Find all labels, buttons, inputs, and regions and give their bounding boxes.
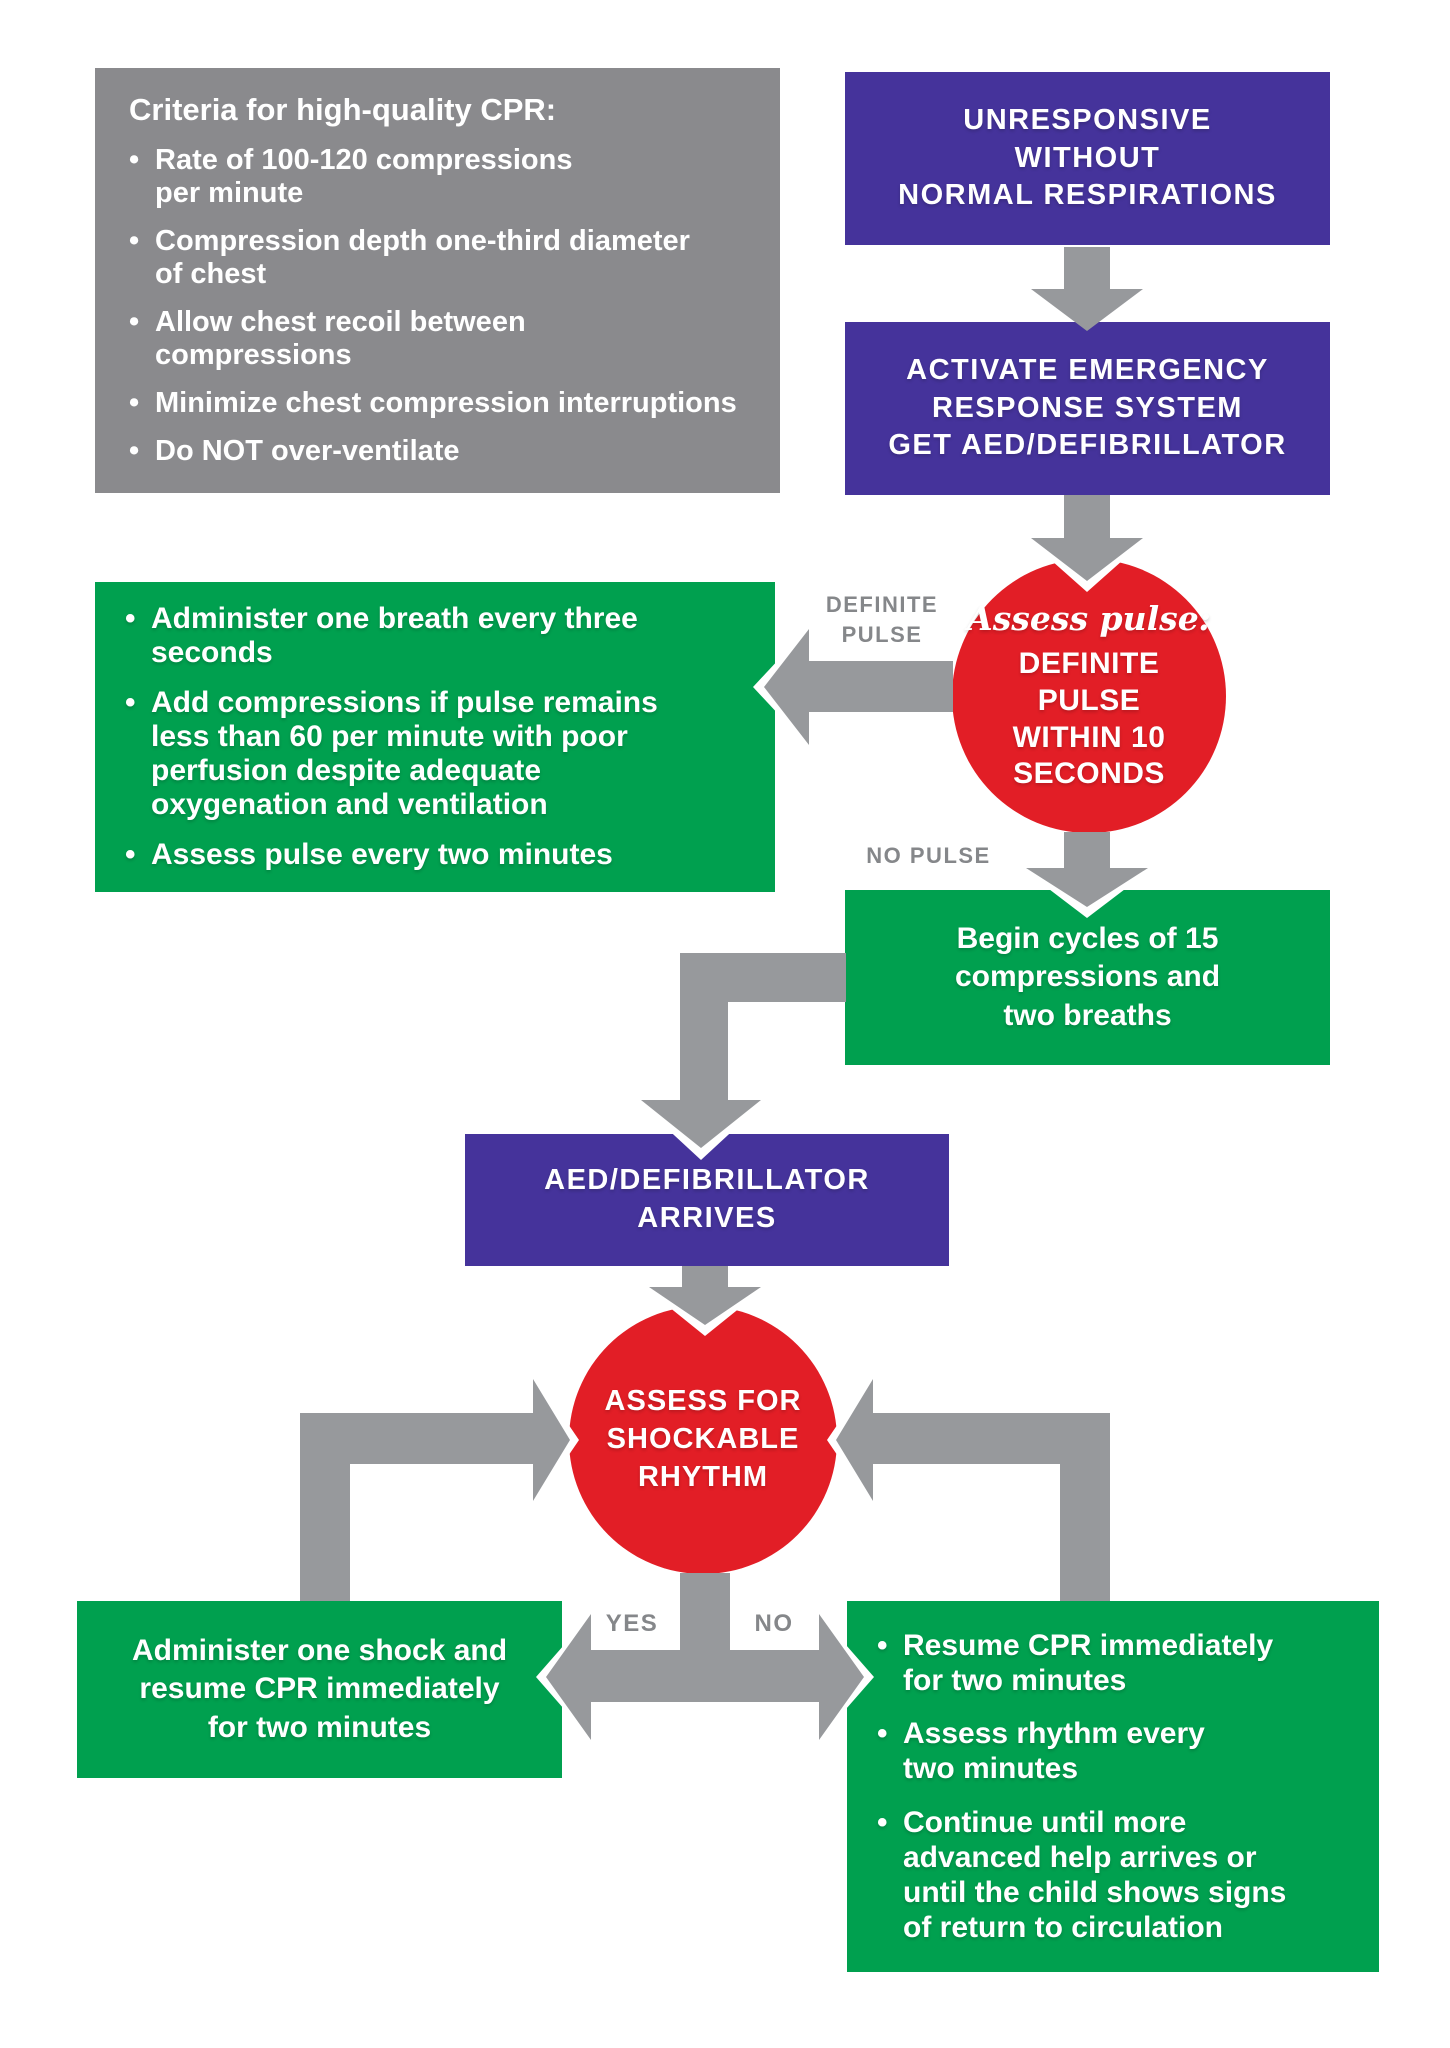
- rescue-breathing-item-text: Administer one breath every three second…: [151, 602, 638, 670]
- criteria-panel: Criteria for high-quality CPR: Rate of 1…: [95, 68, 780, 493]
- bullet-icon: [129, 306, 143, 372]
- criteria-item: Allow chest recoil between compressions: [129, 306, 746, 372]
- node-assess-shockable-rhythm: ASSESS FOR SHOCKABLE RHYTHM: [569, 1306, 837, 1574]
- bullet-icon: [877, 1716, 891, 1786]
- criteria-item: Compression depth one-third diameter of …: [129, 225, 746, 291]
- node-administer-shock-text: Administer one shock and resume CPR imme…: [131, 1634, 508, 1744]
- resume-cpr-item: Resume CPR immediately for two minutes: [877, 1628, 1273, 1698]
- node-unresponsive: UNRESPONSIVE WITHOUT NORMAL RESPIRATIONS: [845, 72, 1330, 245]
- criteria-item: Minimize chest compression interruptions: [129, 387, 746, 420]
- node-rescue-breathing: Administer one breath every three second…: [95, 582, 775, 892]
- node-aed-arrives-text: AED/DEFIBRILLATOR ARRIVES: [544, 1164, 870, 1234]
- resume-cpr-item: Continue until more advanced help arrive…: [877, 1805, 1286, 1945]
- arrow-shock-to-shockable-elbow-icon: [300, 1379, 570, 1601]
- bullet-icon: [125, 838, 139, 872]
- bullet-icon: [877, 1805, 891, 1945]
- node-assess-pulse: Assess pulse: DEFINITE PULSE WITHIN 10 S…: [952, 559, 1226, 833]
- criteria-item: Rate of 100-120 compressions per minute: [129, 144, 746, 210]
- bullet-icon: [129, 387, 143, 420]
- bullet-icon: [129, 144, 143, 210]
- rescue-breathing-item: Assess pulse every two minutes: [125, 838, 613, 872]
- label-yes: YES: [605, 1610, 659, 1637]
- criteria-title: Criteria for high-quality CPR:: [129, 92, 557, 127]
- label-no: NO: [754, 1610, 794, 1637]
- bullet-icon: [877, 1628, 891, 1698]
- criteria-item-text: Minimize chest compression interruptions: [155, 387, 737, 420]
- arrow-shockable-split-yes-no-icon: [546, 1573, 864, 1740]
- assess-pulse-text: DEFINITE PULSE WITHIN 10 SECONDS: [1012, 647, 1166, 791]
- assess-shockable-rhythm-text: ASSESS FOR SHOCKABLE RHYTHM: [604, 1385, 802, 1493]
- node-begin-cycles: Begin cycles of 15 compressions and two …: [845, 890, 1330, 1065]
- bullet-icon: [125, 602, 139, 670]
- bullet-icon: [125, 686, 139, 822]
- label-definite-pulse: DEFINITE PULSE: [825, 592, 939, 647]
- criteria-item: Do NOT over-ventilate: [129, 435, 746, 468]
- node-begin-cycles-text: Begin cycles of 15 compressions and two …: [954, 922, 1221, 1032]
- arrow-unresponsive-to-activate-icon: [1031, 247, 1143, 331]
- bullet-icon: [129, 435, 143, 468]
- rescue-breathing-item: Add compressions if pulse remains less t…: [125, 686, 658, 822]
- resume-cpr-item: Assess rhythm every two minutes: [877, 1716, 1205, 1786]
- rescue-breathing-item: Administer one breath every three second…: [125, 602, 638, 670]
- bullet-icon: [129, 225, 143, 291]
- node-unresponsive-text: UNRESPONSIVE WITHOUT NORMAL RESPIRATIONS: [898, 103, 1277, 212]
- node-aed-arrives: AED/DEFIBRILLATOR ARRIVES: [465, 1134, 949, 1266]
- arrow-begin-cycles-to-aed-elbow-icon: [641, 953, 846, 1148]
- criteria-item-text: Allow chest recoil between compressions: [155, 306, 526, 372]
- criteria-item-text: Rate of 100-120 compressions per minute: [155, 144, 573, 210]
- criteria-item-text: Do NOT over-ventilate: [155, 435, 460, 468]
- node-administer-shock: Administer one shock and resume CPR imme…: [77, 1601, 562, 1778]
- assess-pulse-heading: Assess pulse:: [967, 599, 1211, 639]
- node-activate-emergency: ACTIVATE EMERGENCY RESPONSE SYSTEM GET A…: [845, 322, 1330, 495]
- arrow-resume-to-shockable-elbow-icon: [836, 1379, 1110, 1601]
- resume-cpr-item-text: Assess rhythm every two minutes: [903, 1717, 1205, 1786]
- label-no-pulse: NO PULSE: [866, 843, 991, 868]
- node-activate-emergency-text: ACTIVATE EMERGENCY RESPONSE SYSTEM GET A…: [888, 353, 1287, 462]
- rescue-breathing-item-text: Assess pulse every two minutes: [151, 837, 613, 871]
- resume-cpr-item-text: Resume CPR immediately for two minutes: [903, 1629, 1274, 1698]
- rescue-breathing-item-text: Add compressions if pulse remains less t…: [151, 686, 658, 821]
- resume-cpr-item-text: Continue until more advanced help arrive…: [903, 1805, 1287, 1944]
- criteria-item-text: Compression depth one-third diameter of …: [155, 225, 690, 291]
- node-resume-cpr: Resume CPR immediately for two minutes A…: [847, 1601, 1379, 1972]
